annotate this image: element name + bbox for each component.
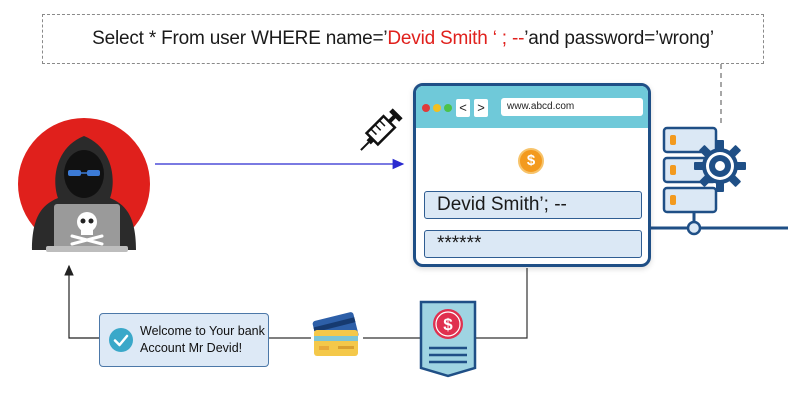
welcome-line-2: Account Mr Devid!	[140, 341, 243, 355]
sql-query-box: Select * From user WHERE name=’Devid Smi…	[42, 14, 764, 64]
browser-toolbar: < > www.abcd.com	[416, 86, 648, 128]
welcome-line-1: Welcome to Your bank	[140, 324, 265, 338]
username-input[interactable]: Devid Smith’; --	[424, 191, 642, 219]
query-prefix: Select * From user WHERE name=’	[92, 28, 388, 49]
query-injected-name: Devid Smith ‘ ; --	[387, 28, 525, 49]
window-minimize-dot[interactable]	[433, 104, 441, 112]
welcome-message-box: Welcome to Your bank Account Mr Devid!	[99, 313, 269, 367]
password-input[interactable]: ******	[424, 230, 642, 258]
back-button[interactable]: <	[456, 99, 470, 117]
browser-to-response-line	[476, 268, 528, 339]
welcome-text: Welcome to Your bank Account Mr Devid!	[140, 323, 265, 357]
gear-icon	[694, 140, 746, 192]
document-dollar-glyph: $	[443, 315, 453, 334]
currency-symbol: $	[526, 152, 536, 169]
login-browser-window: < > www.abcd.com $ Devid Smith’; -- ****…	[413, 83, 651, 267]
window-close-dot[interactable]	[422, 104, 430, 112]
message-to-hacker-arrow	[64, 264, 99, 339]
query-suffix: ’and password=’wrong’	[524, 28, 714, 49]
server-icon	[662, 126, 718, 236]
credit-card-icon	[312, 312, 359, 356]
window-maximize-dot[interactable]	[444, 104, 452, 112]
syringe-icon	[360, 108, 403, 151]
check-icon	[109, 328, 133, 352]
document-dollar-icon: $	[419, 300, 477, 378]
forward-button[interactable]: >	[474, 99, 488, 117]
currency-coin-icon: $	[518, 148, 544, 174]
hacker-icon	[18, 118, 150, 252]
address-bar[interactable]: www.abcd.com	[501, 98, 643, 116]
